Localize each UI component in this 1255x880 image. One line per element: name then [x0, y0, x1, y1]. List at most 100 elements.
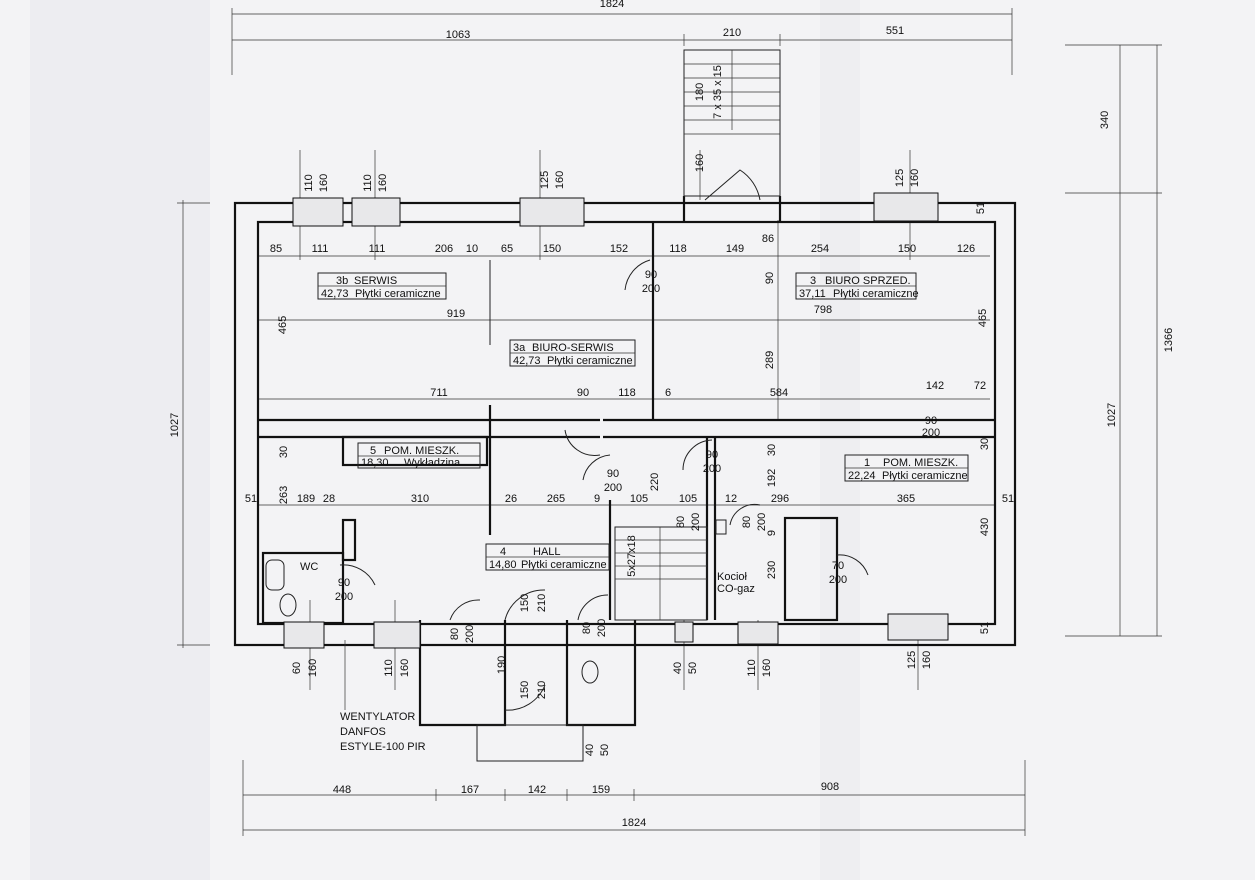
door-10-width: 150 — [519, 594, 531, 612]
window-8 — [737, 621, 779, 645]
room-labels: 3b SERWIS 42,73 Płytki ceramiczne 3a BIU… — [317, 272, 969, 571]
window-8-width: 110 — [746, 659, 758, 677]
door-6-width: 80 — [741, 516, 753, 528]
dim-30-left: 30 — [278, 446, 290, 458]
door-1-height: 200 — [642, 283, 660, 295]
door-10-height: 210 — [536, 594, 548, 612]
window-1-width: 110 — [303, 174, 315, 192]
dim-lower: 105 — [630, 493, 648, 505]
room-name: SERWIS — [354, 275, 397, 287]
room-3a-label: 3a BIURO-SERWIS 42,73 Płytki ceramiczne — [509, 339, 636, 367]
room-area: 42,73 — [321, 288, 349, 300]
dim-row1: 10 — [466, 243, 478, 255]
door-1-width: 90 — [645, 269, 657, 281]
dim-row1: 206 — [435, 243, 453, 255]
door-2-height: 200 — [922, 427, 940, 439]
dim-left: 1027 — [169, 413, 181, 437]
door-6-height: 200 — [756, 513, 768, 531]
dim-bottom-2: 167 — [461, 784, 479, 796]
window-6 — [373, 621, 421, 649]
door-5-height: 200 — [690, 513, 702, 531]
dim-72: 72 — [974, 380, 986, 392]
window-labels: 110 160 110 160 125 160 125 160 60 160 1… — [291, 169, 933, 677]
window-2-width: 110 — [362, 174, 374, 192]
stairs-top — [683, 49, 781, 197]
dim-top-total: 1824 — [600, 0, 624, 10]
dim-30-mid: 30 — [766, 444, 778, 456]
dim-top-1: 1063 — [446, 29, 470, 41]
window-9 — [887, 613, 949, 641]
stairs-inner — [614, 526, 708, 621]
stairs-top-width: 180 — [694, 83, 706, 101]
window-5-height: 160 — [307, 659, 319, 677]
room-floor: Płytki ceramiczne — [521, 559, 607, 571]
dim-142: 142 — [926, 380, 944, 392]
dim-right-2: 1027 — [1106, 403, 1118, 427]
dim-lower: 189 — [297, 493, 315, 505]
dim-row1: 85 — [270, 243, 282, 255]
room-number: 5 — [370, 445, 376, 457]
dim-lower: 9 — [594, 493, 600, 505]
window-1-height: 160 — [318, 174, 330, 192]
dim-right-outer: 1366 — [1163, 328, 1175, 352]
door-3-height: 200 — [604, 482, 622, 494]
dim-lower: 26 — [505, 493, 517, 505]
door-7-height: 200 — [335, 591, 353, 603]
room-area: 22,24 — [848, 470, 876, 482]
toilet-icon-2 — [581, 660, 599, 684]
dim-190: 190 — [496, 656, 508, 674]
door-8-height: 200 — [829, 574, 847, 586]
door-2-width: 90 — [925, 415, 937, 427]
door-8-width: 70 — [832, 560, 844, 572]
boiler-icon — [715, 519, 727, 535]
dim-row1: 65 — [501, 243, 513, 255]
window-9-height: 160 — [921, 651, 933, 669]
dim-51-top: 51 — [975, 202, 987, 214]
door-5-width: 80 — [675, 516, 687, 528]
door-11-height: 210 — [536, 681, 548, 699]
stairs-top-height: 160 — [694, 154, 706, 172]
dim-row1: 152 — [610, 243, 628, 255]
stairs-labels: 7 x 35 x 15 180 160 5x27x18 — [626, 65, 724, 577]
scan-shade-left — [30, 0, 210, 880]
window-7-width: 40 — [672, 662, 684, 674]
room-name: HALL — [533, 546, 561, 558]
window-6-width: 110 — [383, 659, 395, 677]
window-8-height: 160 — [761, 659, 773, 677]
dim-50: 50 — [599, 744, 611, 756]
dim-lower: 365 — [897, 493, 915, 505]
dim-top-3: 551 — [886, 25, 904, 37]
dim-51-right: 51 — [979, 622, 991, 634]
room-1-label: 1 POM. MIESZK. 22,24 Płytki ceramiczne — [844, 454, 969, 482]
door-7-width: 90 — [338, 577, 350, 589]
window-7 — [674, 621, 694, 643]
window-2 — [351, 197, 401, 227]
dim-row1: 86 — [762, 233, 774, 245]
dim-row1: 126 — [957, 243, 975, 255]
dim-lower: 310 — [411, 493, 429, 505]
dim-bottom-1: 448 — [333, 784, 351, 796]
ventilator-label-2: DANFOS — [340, 726, 386, 738]
room-area: 37,11 — [799, 288, 826, 300]
room-name: BIURO SPRZED. — [825, 275, 911, 287]
dim-118: 118 — [618, 387, 636, 399]
window-5-width: 60 — [291, 662, 303, 674]
walls — [233, 196, 1017, 762]
window-9-width: 125 — [906, 651, 918, 669]
dim-711: 711 — [430, 387, 448, 399]
dim-lower: 263 — [278, 486, 290, 504]
dimension-lines — [177, 8, 1162, 836]
door-swings — [339, 169, 869, 711]
dim-9: 9 — [766, 530, 778, 536]
dim-row1: 150 — [543, 243, 561, 255]
door-4-width: 90 — [706, 449, 718, 461]
window-6-height: 160 — [399, 659, 411, 677]
dim-919: 919 — [447, 308, 465, 320]
room-number: 1 — [864, 457, 870, 469]
room-name: BIURO-SERWIS — [532, 342, 614, 354]
toilet-icon — [279, 593, 297, 617]
room-area: 42,73 — [513, 355, 541, 367]
dim-row1: 111 — [369, 243, 386, 255]
scan-fold — [820, 0, 860, 880]
dim-lower: 12 — [725, 493, 737, 505]
